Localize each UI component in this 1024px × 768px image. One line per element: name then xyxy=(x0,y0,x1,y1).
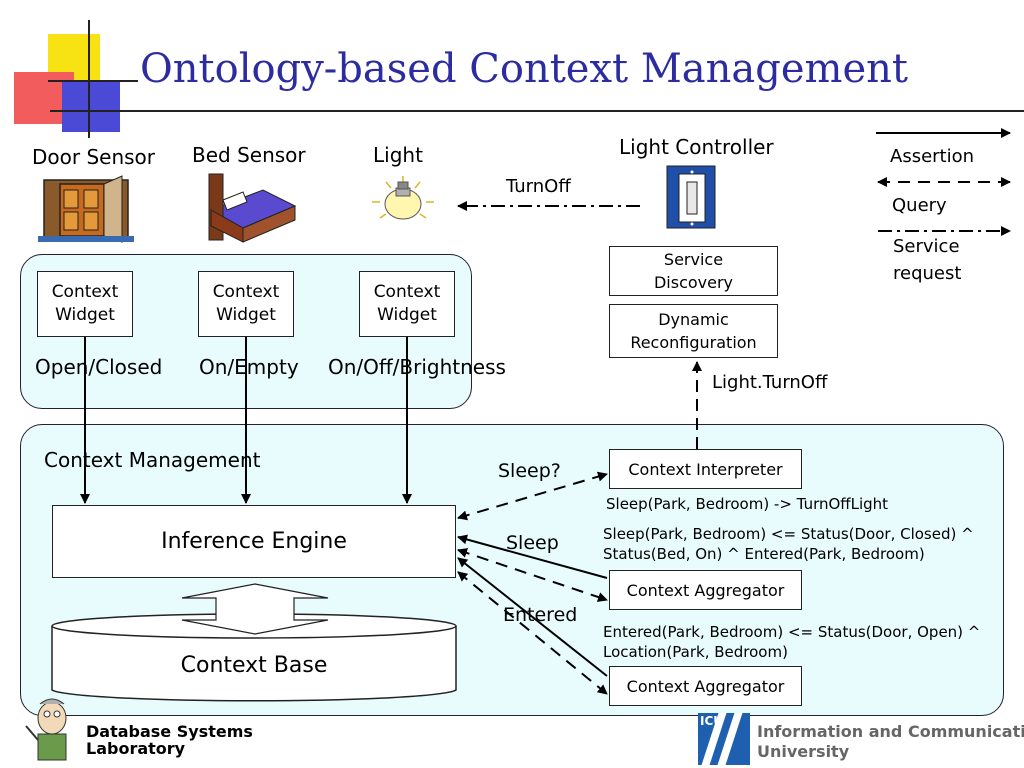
legend-assertion-label: Assertion xyxy=(890,146,975,167)
footer-lab-line-1: Database Systems xyxy=(86,722,253,741)
legend-query-label: Query xyxy=(892,195,947,216)
service-discovery-box: Service Discovery xyxy=(609,246,778,296)
rule-sleep-line-1: Sleep(Park, Bedroom) <= Status(Door, Clo… xyxy=(603,525,974,543)
bed-sensor-label: Bed Sensor xyxy=(192,143,306,167)
context-base-label: Context Base xyxy=(180,653,328,678)
turnoff-label: TurnOff xyxy=(506,176,571,197)
university-logo: ICU xyxy=(698,713,750,765)
rule-entered-line-1: Entered(Park, Bedroom) <= Status(Door, O… xyxy=(603,623,981,641)
inference-engine-box: Inference Engine xyxy=(52,505,456,578)
context-widget-door: Context Widget xyxy=(37,271,133,337)
switch-icon xyxy=(666,165,716,229)
context-management-label: Context Management xyxy=(44,448,261,472)
legend-service-request-label-1: Service xyxy=(893,236,960,257)
service-discovery-line-2: Discovery xyxy=(653,273,734,292)
footer-lab-line-2: Laboratory xyxy=(86,739,186,758)
light-label: Light xyxy=(373,143,423,167)
context-interpreter-box: Context Interpreter xyxy=(609,449,802,489)
context-widget-bed: Context Widget xyxy=(198,271,294,337)
context-aggregator-entered-label: Context Aggregator xyxy=(626,676,785,696)
dynamic-reconfiguration-line-2: Reconfiguration xyxy=(630,333,757,352)
light-controller-label: Light Controller xyxy=(619,135,774,159)
door-state-label: Open/Closed xyxy=(35,355,163,379)
dynamic-reconfiguration-line-1: Dynamic xyxy=(658,310,729,329)
service-discovery-line-1: Service xyxy=(663,250,724,269)
footer-university-line-2: University xyxy=(757,742,850,761)
context-interpreter-label: Context Interpreter xyxy=(628,459,783,479)
context-aggregator-sleep-label: Context Aggregator xyxy=(626,580,785,600)
context-widget-light-line-1: Context xyxy=(373,282,441,302)
context-aggregator-sleep-box: Context Aggregator xyxy=(609,570,802,610)
corner-decoration xyxy=(0,0,140,140)
footer-university-line-1: Information and Communications xyxy=(757,722,1024,741)
door-sensor-label: Door Sensor xyxy=(32,145,156,169)
university-logo-text: ICU xyxy=(700,714,724,728)
legend-service-request-label-2: request xyxy=(893,263,962,284)
title-divider xyxy=(50,110,1024,112)
dynamic-reconfiguration-box: Dynamic Reconfiguration xyxy=(609,304,778,358)
lightbulb-icon xyxy=(372,176,434,220)
rule-interpreter: Sleep(Park, Bedroom) -> TurnOffLight xyxy=(606,495,889,513)
page-title: Ontology-based Context Management xyxy=(140,46,908,92)
light-turnoff-label: Light.TurnOff xyxy=(712,372,828,393)
door-icon xyxy=(38,175,134,243)
context-widget-light: Context Widget xyxy=(359,271,455,337)
light-state-label: On/Off/Brightness xyxy=(328,355,506,379)
rule-entered-line-2: Location(Park, Bedroom) xyxy=(603,643,788,661)
rule-sleep-line-2: Status(Bed, On) ^ Entered(Park, Bedroom) xyxy=(603,545,925,563)
double-arrow-icon xyxy=(181,583,329,635)
context-widget-light-line-2: Widget xyxy=(377,305,437,325)
bed-icon xyxy=(208,173,297,243)
context-widget-bed-line-2: Widget xyxy=(216,305,276,325)
lab-mascot-icon xyxy=(25,698,67,761)
context-widget-door-line-2: Widget xyxy=(55,305,115,325)
context-widget-door-line-1: Context xyxy=(51,282,119,302)
bed-state-label: On/Empty xyxy=(199,355,299,379)
inference-engine-label: Inference Engine xyxy=(161,529,347,554)
context-aggregator-entered-box: Context Aggregator xyxy=(609,666,802,706)
context-widget-bed-line-1: Context xyxy=(212,282,280,302)
